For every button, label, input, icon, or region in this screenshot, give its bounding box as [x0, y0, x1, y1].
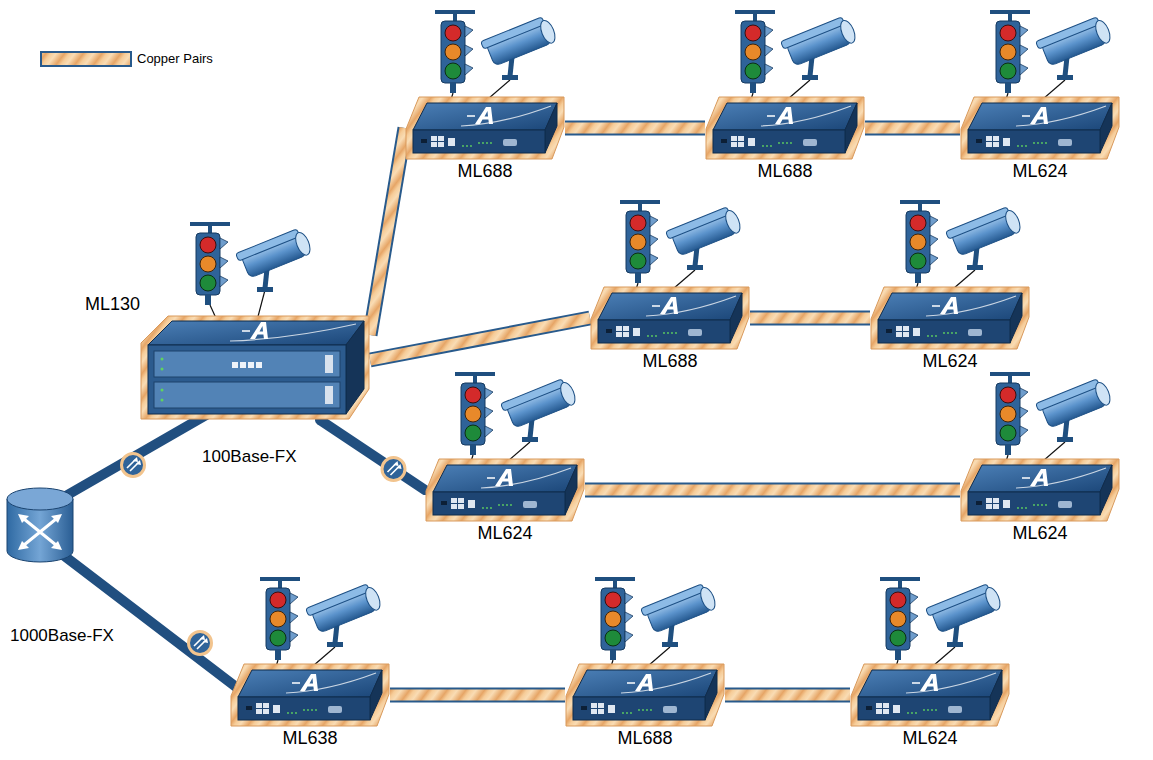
copper-outline: [725, 688, 850, 703]
network-device: ML688: [405, 96, 565, 182]
link-group: [585, 490, 960, 491]
device-label: ML688: [617, 727, 672, 749]
copper-pair-link: [370, 128, 405, 335]
copper-outline: [370, 318, 590, 360]
copper-pair-link: [390, 690, 565, 701]
modem-icon: [960, 96, 1120, 160]
copper-outline: [390, 688, 565, 703]
modem-icon: [850, 663, 1010, 727]
link-group: [390, 695, 565, 696]
fiber-link: [50, 410, 215, 505]
chassis-icon: [140, 315, 370, 420]
network-device: ML688: [565, 663, 725, 749]
device-label: ML624: [902, 727, 957, 749]
modem-icon: [870, 286, 1030, 350]
network-device: ML624: [425, 458, 585, 544]
network-device: ML130: [85, 293, 370, 420]
switch-icon: [7, 488, 73, 562]
copper-pair-link: [585, 485, 960, 496]
network-device: ML624: [850, 663, 1010, 749]
device-label: ML624: [922, 350, 977, 372]
legend-swatch: [40, 50, 132, 68]
link-group: [370, 128, 405, 335]
device-shape: [426, 459, 584, 521]
modem-icon: [230, 663, 390, 727]
device-shape: [566, 664, 724, 726]
modem-icon: [565, 663, 725, 727]
copper-outline: [865, 121, 960, 136]
link-speed-label: 1000Base-FX: [8, 626, 116, 646]
device-label: ML624: [1012, 160, 1067, 182]
device-label: ML624: [477, 522, 532, 544]
copper-pair-link: [370, 318, 590, 360]
network-device: ML624: [960, 458, 1120, 544]
modem-icon: [425, 458, 585, 522]
link-group: [565, 128, 705, 129]
copper-pair-link: [750, 313, 870, 324]
link-group: [865, 128, 960, 129]
device-label: ML688: [457, 160, 512, 182]
network-device: ML624: [960, 96, 1120, 182]
network-device: ML624: [870, 286, 1030, 372]
device-label: ML688: [642, 350, 697, 372]
fiber-link: [50, 545, 240, 690]
link-group: [370, 318, 590, 360]
copper-pair-link: [725, 690, 850, 701]
device-shape: [871, 287, 1029, 349]
modem-icon: [405, 96, 565, 160]
device-shape: [961, 459, 1119, 521]
modem-icon: [705, 96, 865, 160]
copper-pair-link: [565, 123, 705, 134]
legend-entry: Copper Pairs: [40, 50, 213, 68]
legend-swatch-fill: [41, 52, 131, 66]
device-label: ML638: [282, 727, 337, 749]
link-group: [750, 318, 870, 319]
link-group: [725, 695, 850, 696]
device-label: ML130: [85, 293, 140, 315]
network-device: ML688: [705, 96, 865, 182]
device-shape: [961, 97, 1119, 159]
link-speed-label: 100Base-FX: [200, 447, 299, 467]
link-group: [320, 420, 425, 490]
modem-icon: [590, 286, 750, 350]
network-device: ML688: [590, 286, 750, 372]
modem-icon: [960, 458, 1120, 522]
network-device: ML638: [230, 663, 390, 749]
transceiver-badge: [122, 454, 145, 477]
copper-outline: [370, 128, 405, 335]
copper-outline: [750, 311, 870, 326]
transceiver-badge: [382, 458, 405, 481]
legend-text: Copper Pairs: [137, 51, 213, 67]
device-shape: [851, 664, 1009, 726]
copper-outline: [585, 483, 960, 498]
device-label: ML624: [1012, 522, 1067, 544]
copper-pair-link: [865, 123, 960, 134]
device-shape: [231, 664, 389, 726]
device-label: ML688: [757, 160, 812, 182]
device-shape: [706, 97, 864, 159]
transceiver-badge: [189, 632, 212, 655]
fiber-link: [320, 420, 425, 490]
copper-outline: [565, 121, 705, 136]
device-shape: [406, 97, 564, 159]
device-shape: [591, 287, 749, 349]
device-shape: [141, 316, 369, 419]
